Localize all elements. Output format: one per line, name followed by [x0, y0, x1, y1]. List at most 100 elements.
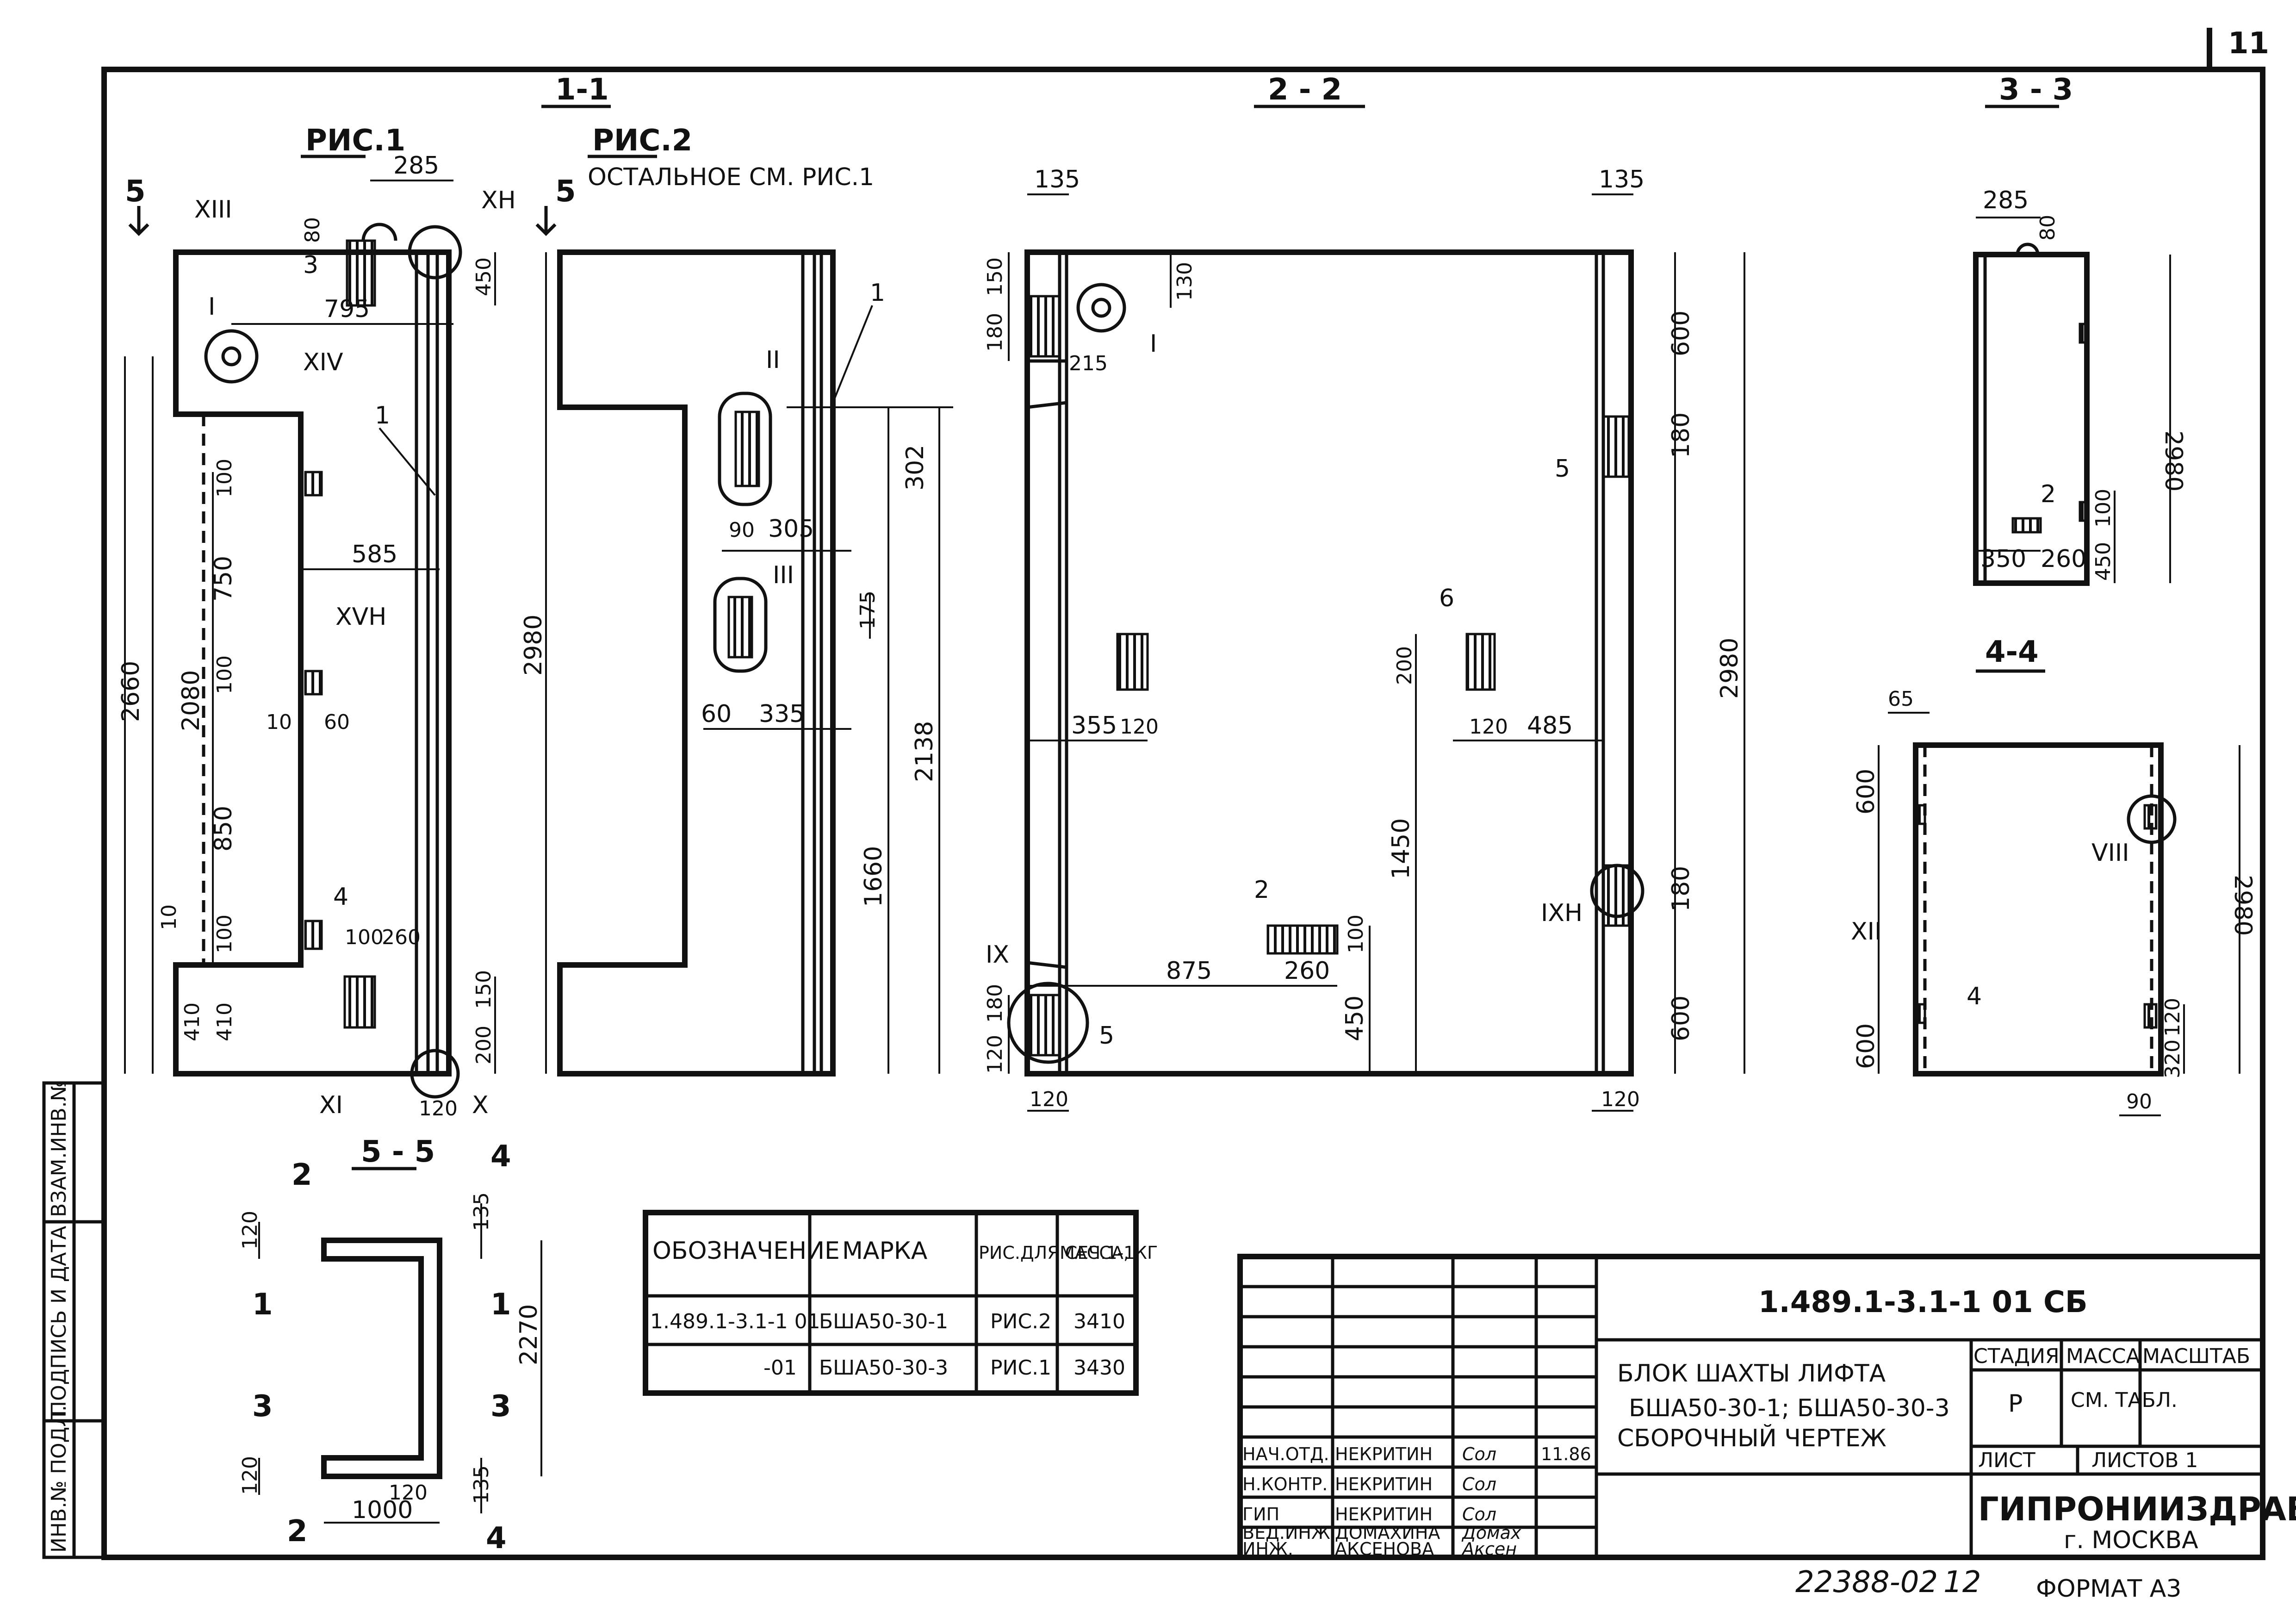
sec22-dim-180c: 180: [983, 984, 1007, 1023]
tb-scale-header: МАСШТАБ: [2142, 1344, 2250, 1368]
sec44-dim-600a: 600: [1852, 769, 1880, 815]
fig1-dim-150: 150: [472, 970, 496, 1009]
fig1-dim-80: 80: [301, 217, 324, 243]
fig1-pos-1: 1: [375, 402, 390, 429]
sec33-dim-285: 285: [1983, 187, 2029, 214]
fig1-dim-120: 120: [419, 1097, 458, 1120]
fig1-node-xiv: XIV: [303, 348, 343, 376]
sec22-dim-120d: 120: [1030, 1088, 1068, 1111]
fig1-outline: [173, 249, 452, 1076]
spec-header-mark: МАРКА: [842, 1237, 928, 1265]
sec33-dim-260: 260: [2041, 545, 2086, 573]
spec-row1-fig: РИС.2: [990, 1310, 1051, 1333]
sec55-dim-120a: 120: [238, 1211, 262, 1250]
tb-signature-2: Сол: [1462, 1504, 1496, 1524]
sec22-embed-2: [1266, 924, 1339, 955]
sec22-dim-180a: 180: [1667, 412, 1695, 458]
fig1-node-xvh: XVН: [335, 603, 386, 631]
tb-name-3: ДОМАХИНА: [1335, 1523, 1440, 1543]
fig1-embed-3: [346, 239, 376, 307]
fig1-dim-100b: 100: [213, 655, 236, 694]
sec55-cut-3-right: 3: [490, 1389, 511, 1424]
tb-name-1: НЕКРИТИН: [1335, 1474, 1433, 1494]
fig1-dim-2080: 2080: [177, 670, 205, 731]
fig1-node-xiii: XIII: [194, 196, 232, 224]
sec22-embed-left-top: [1028, 295, 1061, 358]
sec22-dim-150: 150: [983, 257, 1007, 296]
sec22-dim-355: 355: [1071, 712, 1117, 740]
sec44-pos-4: 4: [1967, 983, 1982, 1010]
sec44-dim-65: 65: [1888, 687, 1914, 711]
fig2-dim-90: 90: [729, 518, 755, 542]
tb-signature-3: Домах: [1461, 1523, 1521, 1543]
tb-name-line1: БЛОК ШАХТЫ ЛИФТА: [1617, 1360, 1886, 1388]
fig1-dim-410b: 410: [213, 1002, 236, 1041]
sec22-node-ixh: IXН: [1541, 899, 1582, 927]
sec22-dim-600b: 600: [1667, 996, 1695, 1041]
tb-name-2: НЕКРИТИН: [1335, 1504, 1433, 1524]
section-5-5-title: 5 - 5: [361, 1135, 435, 1169]
tb-name-4: АКСЕНОВА: [1335, 1539, 1434, 1559]
fig1-embed-a: [304, 471, 323, 497]
tb-signature-0: Сол: [1462, 1444, 1496, 1464]
spec-header-fig: РИС.ДЛЯ СЕЧ.1-1: [979, 1243, 1135, 1263]
fig1-node-xh-circle: [408, 225, 462, 280]
sec22-dim-1450: 1450: [1387, 818, 1415, 879]
sec33-dim-2980: 2980: [2159, 430, 2187, 492]
fig1-embed-b: [304, 670, 323, 696]
fig2-opening-iii: [713, 577, 768, 673]
sec33-dim-100: 100: [2091, 489, 2115, 528]
fig1-pos-3: 3: [303, 251, 318, 279]
vzam-inv-label: ВЗАМ.ИНВ.№: [47, 1080, 71, 1217]
sec22-pos-5-bottom: 5: [1099, 1022, 1114, 1050]
fig1-title: РИС.1: [305, 124, 405, 158]
section-3-3-title: 3 - 3: [1999, 73, 2073, 107]
sec22-dim-130: 130: [1173, 262, 1197, 301]
spec-header-designation: ОБОЗНАЧЕНИЕ: [652, 1237, 840, 1265]
sec22-dim-200: 200: [1393, 646, 1416, 685]
fig1-dim-10a: 10: [266, 710, 292, 734]
fig2-view: РИС.2 ОСТАЛЬНОЕ СМ. РИС.1 5 302 90 305 1…: [535, 124, 953, 1076]
spec-row2-mark: БША50-30-3: [819, 1356, 948, 1380]
fig2-node-ii: II: [766, 346, 780, 374]
sec55-dim-120b: 120: [238, 1456, 262, 1495]
sec55-dim-1000: 1000: [352, 1496, 413, 1524]
fig2-cut-mark-5: 5: [555, 174, 576, 209]
title-block: 1.489.1-3.1-1 01 СБ БЛОК ШАХТЫ ЛИФТА БША…: [1237, 1254, 2296, 1560]
fig2-outline: [557, 249, 836, 1076]
section-1-1-title: 1-1: [555, 73, 609, 107]
sec22-dim-485: 485: [1527, 712, 1573, 740]
sec22-dim-180b: 180: [1667, 866, 1695, 912]
fig2-dim-302: 302: [901, 445, 929, 491]
tb-org: ГИПРОНИИЗДРАВ: [1978, 1490, 2296, 1528]
tb-date: 11.86: [1541, 1444, 1591, 1464]
fig1-node-x-circle: [410, 1049, 460, 1099]
tb-name-line3: СБОРОЧНЫЙ ЧЕРТЕЖ: [1617, 1424, 1886, 1452]
sec55-cut-1-left: 1: [252, 1288, 273, 1322]
tb-signature-1: Сол: [1462, 1474, 1496, 1494]
fig1-dim-850: 850: [210, 806, 237, 852]
fig2-dim-60: 60: [701, 700, 732, 728]
sec33-pos-2: 2: [2041, 480, 2056, 508]
fig1-dim-410a: 410: [180, 1002, 204, 1041]
fig1-dim-2660: 2660: [117, 661, 145, 722]
fig1-embed-4: [304, 920, 323, 950]
inv-podl-label: ИНВ.№ ПОДЛ.: [47, 1405, 71, 1553]
sec44-dim-320: 320: [2161, 1039, 2184, 1078]
podpis-data-label: ПОДПИСЬ И ДАТА: [47, 1226, 71, 1416]
sec22-embed-5-top: [1602, 415, 1630, 478]
fig1-node-x: X: [472, 1091, 489, 1119]
fig1-dim-100a: 100: [213, 459, 236, 498]
fig1-dim-795: 795: [324, 295, 370, 323]
spec-row2-designation: -01: [763, 1356, 797, 1380]
fig1-view: РИС.1 285 80 450 795 2660 2980 585 100: [117, 124, 547, 1120]
page-number: 11: [2228, 26, 2269, 61]
sec22-pos-6: 6: [1439, 585, 1454, 612]
fig1-cut-mark-5: 5: [125, 174, 146, 209]
fig2-title: РИС.2: [592, 124, 692, 158]
sec55-cut-4-bottom: 4: [486, 1521, 507, 1556]
left-strip: ИНВ.№ ПОДЛ. ПОДПИСЬ И ДАТА ВЗАМ.ИНВ.№: [42, 1080, 106, 1559]
sec55-dim-135a: 135: [470, 1192, 493, 1231]
fig2-dim-175: 175: [856, 591, 880, 629]
sec55-cut-2-bottom: 2: [287, 1514, 308, 1549]
